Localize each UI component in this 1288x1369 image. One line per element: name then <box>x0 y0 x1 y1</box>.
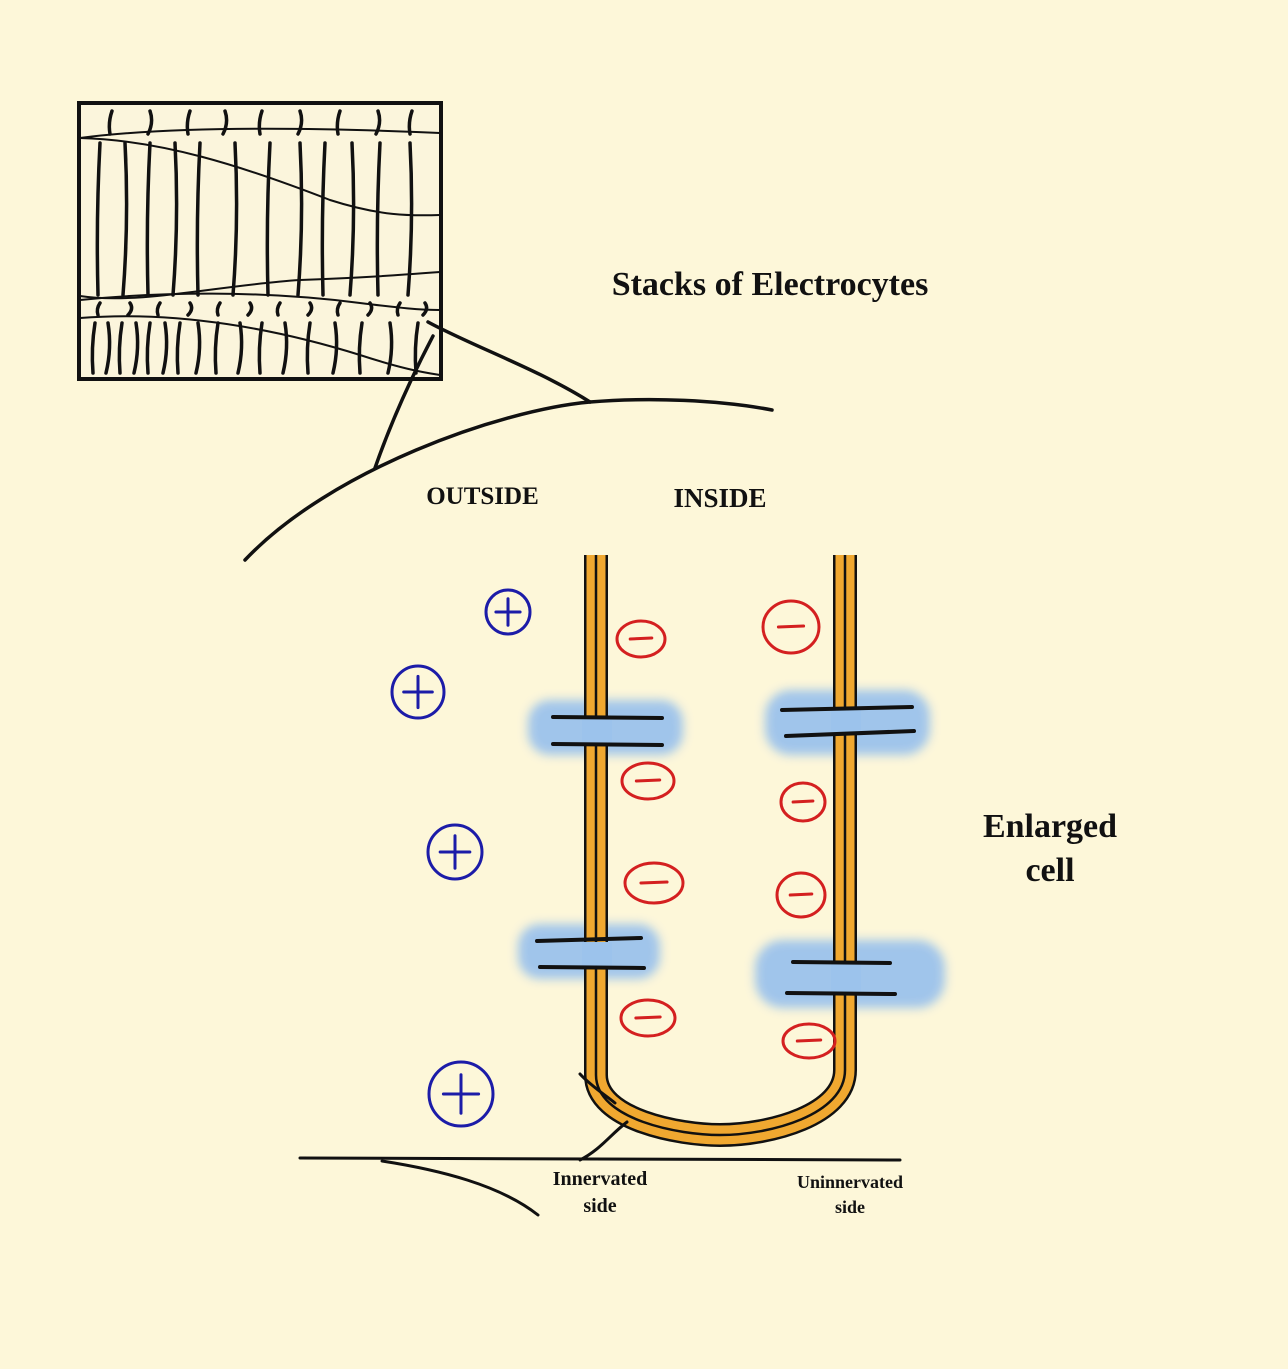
stack-cell-wall <box>406 141 414 297</box>
electrocyte-stack-box <box>77 101 443 381</box>
stack-cell-wall <box>213 321 220 375</box>
stack-cell-wall <box>145 141 152 297</box>
innervated-side-label: Innervated side <box>520 1166 680 1220</box>
positive-ion <box>427 1060 495 1128</box>
stack-cell-wall <box>375 141 382 297</box>
uninnervated-side-label-line2: side <box>834 1197 865 1217</box>
stack-cell-wall <box>305 321 312 375</box>
uninnervated-side-label: Uninnervated side <box>765 1170 935 1220</box>
stack-cell-wall <box>296 109 304 136</box>
negative-ion <box>781 1022 837 1060</box>
stack-cell-wall <box>145 321 152 375</box>
stack-cell-wall <box>121 141 129 297</box>
positive-ions <box>390 588 532 1128</box>
stack-cell-wall <box>265 141 272 297</box>
baseline-lines <box>298 1072 902 1217</box>
stack-cell-wall <box>320 141 327 297</box>
negative-ion <box>775 871 827 919</box>
stack-cell-wall <box>281 321 289 375</box>
positive-ion <box>484 588 532 636</box>
stack-cell-wall <box>155 301 162 317</box>
enlarged-cell-label-line1: Enlarged <box>982 808 1118 845</box>
innervated-side-label-line2: side <box>583 1195 617 1217</box>
negative-ion <box>615 619 667 659</box>
stack-cell-wall <box>215 301 222 317</box>
stack-cell-wall <box>231 141 239 297</box>
enlarged-cell-label: Enlarged cell <box>950 805 1150 893</box>
channel-innervated-upper <box>551 715 664 747</box>
stack-cell-wall <box>161 321 169 375</box>
channel-uninnervated-lower <box>785 960 897 996</box>
stack-cell-wall <box>107 109 114 136</box>
stack-cell-wall <box>146 109 154 136</box>
stack-cell-wall <box>296 141 304 297</box>
negative-ion <box>779 781 827 823</box>
stack-cell-wall <box>257 109 264 136</box>
negative-ion <box>761 599 821 655</box>
stack-cell-walls <box>90 109 429 375</box>
stack-cell-wall <box>306 301 314 317</box>
stack-cell-wall <box>395 301 402 317</box>
cell-membrane <box>582 555 861 1148</box>
ion-channels <box>535 705 916 996</box>
stack-cell-wall <box>117 321 124 375</box>
inside-label: INSIDE <box>673 483 767 513</box>
stack-cell-wall <box>257 321 264 375</box>
stack-cell-wall <box>221 109 229 136</box>
negative-ions <box>615 599 837 1060</box>
stack-cell-wall <box>335 109 342 136</box>
negative-ion <box>619 998 677 1038</box>
stack-cell-wall <box>236 321 244 375</box>
stack-cell-wall <box>185 109 192 136</box>
stack-cell-wall <box>175 321 182 375</box>
stack-cell-wall <box>132 321 140 375</box>
stack-cell-wall <box>194 321 202 375</box>
positive-ion <box>390 664 446 720</box>
stack-cell-wall <box>421 301 429 317</box>
stack-cell-wall <box>95 141 102 297</box>
channel-uninnervated-upper <box>780 705 916 738</box>
stack-cell-wall <box>335 301 342 317</box>
stack-cell-wall <box>386 321 394 375</box>
stack-cell-wall <box>186 301 194 317</box>
positive-ion <box>426 823 484 881</box>
stack-cell-wall <box>331 321 339 375</box>
stack-cell-wall <box>246 301 254 317</box>
channel-innervated-lower <box>535 936 646 970</box>
stack-cell-wall <box>366 301 374 317</box>
stack-cell-wall <box>126 301 134 317</box>
zoom-connector-lines <box>243 320 774 562</box>
stack-cell-wall <box>374 109 382 136</box>
stack-cell-wall <box>275 301 282 317</box>
negative-ion <box>623 861 685 905</box>
innervated-side-label-line1: Innervated <box>552 1168 648 1190</box>
outside-label: OUTSIDE <box>426 483 539 510</box>
stack-cell-wall <box>407 109 414 136</box>
stack-cell-wall <box>104 321 112 375</box>
enlarged-cell-label-line2: cell <box>1025 852 1075 889</box>
stack-cell-wall <box>90 321 97 375</box>
diagram-title: Stacks of Electrocytes <box>611 266 929 303</box>
negative-ion <box>620 761 676 801</box>
uninnervated-side-label-line1: Uninnervated <box>796 1172 903 1192</box>
stack-cell-wall <box>95 301 102 317</box>
stack-cell-wall <box>357 321 364 375</box>
stack-cell-wall <box>195 141 202 297</box>
stack-cell-wall <box>348 141 356 297</box>
stack-cell-wall <box>171 141 179 297</box>
